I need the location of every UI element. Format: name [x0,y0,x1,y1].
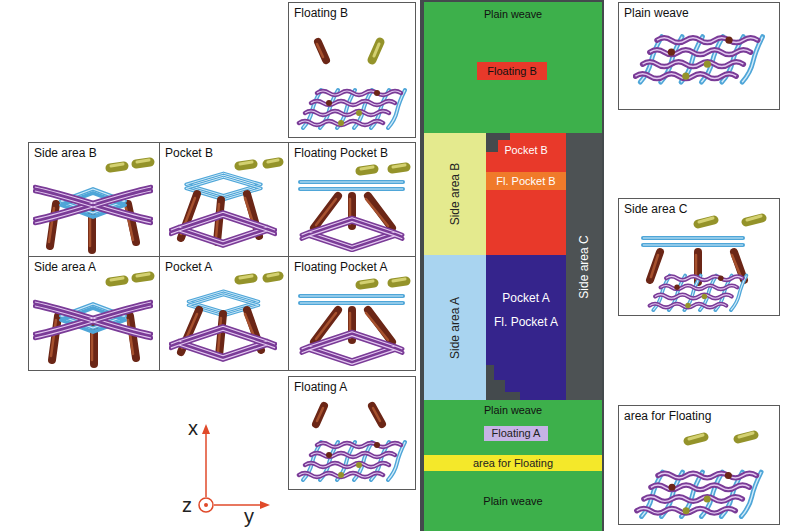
region-label: Fl. Pocket A [494,315,558,329]
region-label: area for Floating [473,457,553,470]
pocket-b-illustration [171,160,279,246]
region-label: Side area A [448,296,462,358]
floating-b-illustration [299,42,405,128]
region-band: Plain weave [424,471,602,531]
region-band: Pocket A Fl. Pocket A [486,255,566,365]
region-band: Floating B [477,62,547,80]
region-band: Side area C [566,133,602,400]
region-band: Plain weaveFloating B [424,2,602,133]
panel-title: Floating B [294,6,348,20]
region-band: Side area B [424,133,486,255]
panel-title: Floating A [294,380,347,394]
illustration-panel: Side area B [28,142,160,257]
region-map [420,0,604,531]
region-band: Pocket B Fl. Pocket B [486,133,566,255]
panel-title: Pocket A [165,260,212,274]
panel-title: Side area A [34,260,96,274]
region-band: Fl. Pocket B [486,172,566,190]
illustration-panel: Side area C [618,198,780,316]
pocket-a-illustration [171,274,279,360]
axis-symbol [199,424,270,512]
illustration-panel: Side area A [28,256,160,371]
illustration-panel: Floating Pocket B [288,142,416,257]
illustration-panel: Pocket A [159,256,289,371]
side-area-b-illustration [35,160,151,250]
illustration-panel: Pocket B [159,142,289,257]
region-label: Fl. Pocket B [496,175,555,188]
region-label: Plain weave [424,7,602,21]
panel-title: Floating Pocket B [294,146,388,160]
illustration-panel: Plain weave [618,2,780,110]
panel-title: area for Floating [624,409,711,423]
axis-label: x [188,418,198,438]
illustration-panel: Floating Pocket A [288,256,416,371]
area-for-floating-illustration [637,433,761,517]
region-label: Pocket B [486,143,566,157]
region-band: Floating A [484,426,548,441]
panel-title: Plain weave [624,6,689,20]
region-label: Plain weave [424,403,602,417]
region-band: Plain weaveFloating A [424,400,602,455]
panel-title: Side area C [624,202,687,216]
region-label: Floating A [492,427,541,440]
region-label: Pocket A [502,291,549,305]
illustration-panel: area for Floating [618,405,780,525]
floating-a-illustration [299,406,405,480]
side-area-c-illustration [643,216,762,310]
floating-pocket-a-illustration [300,279,406,364]
illustration-panel: Floating A [288,376,416,490]
panel-title: Side area B [34,146,97,160]
side-area-a-illustration [35,274,151,364]
region-band: Side area A [424,255,486,400]
region-label: Side area B [448,163,462,226]
floating-pocket-b-illustration [300,165,406,250]
axis-label: z [182,495,192,515]
region-label: Floating B [487,65,537,78]
region-band: area for Floating [424,455,602,471]
panel-title: Floating Pocket A [294,260,387,274]
axis-label: y [244,506,254,526]
region-label: Plain weave [483,495,542,508]
region-label: Side area C [577,235,591,298]
illustration-panel: Floating B [288,2,416,138]
plain-weave-illustration [635,37,762,83]
panel-title: Pocket B [165,146,213,160]
